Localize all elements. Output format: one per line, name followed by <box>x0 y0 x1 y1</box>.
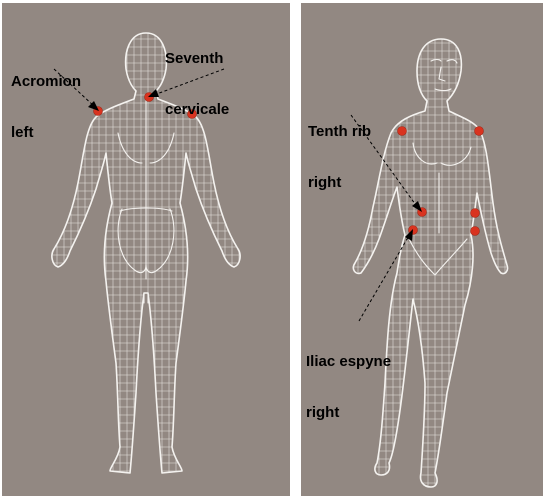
label-tenth-rib-right-line-2: right <box>308 174 371 191</box>
tenth-rib-left-point <box>471 209 480 218</box>
label-acromion-left-line-1: Acromion <box>11 73 81 90</box>
shoulder-left-point <box>475 127 484 136</box>
label-acromion-left-line-2: left <box>11 124 81 141</box>
label-acromion-left: Acromion left <box>11 39 81 175</box>
label-iliac-espyne-right-line-2: right <box>306 404 391 421</box>
shoulder-right-point <box>398 127 407 136</box>
front-view-panel: Tenth rib right Iliac espyne right <box>301 3 543 496</box>
back-view-panel: Acromion left Seventh cervicale <box>2 3 290 496</box>
label-seventh-cervicale-line-2: cervicale <box>165 101 229 118</box>
label-iliac-espyne-right-line-1: Iliac espyne <box>306 353 391 370</box>
iliac-spine-left-point <box>471 227 480 236</box>
label-tenth-rib-right-line-1: Tenth rib <box>308 123 371 140</box>
label-seventh-cervicale: Seventh cervicale <box>165 16 229 152</box>
label-iliac-espyne-right: Iliac espyne right <box>306 319 391 455</box>
label-seventh-cervicale-line-1: Seventh <box>165 50 229 67</box>
label-tenth-rib-right: Tenth rib right <box>308 89 371 225</box>
